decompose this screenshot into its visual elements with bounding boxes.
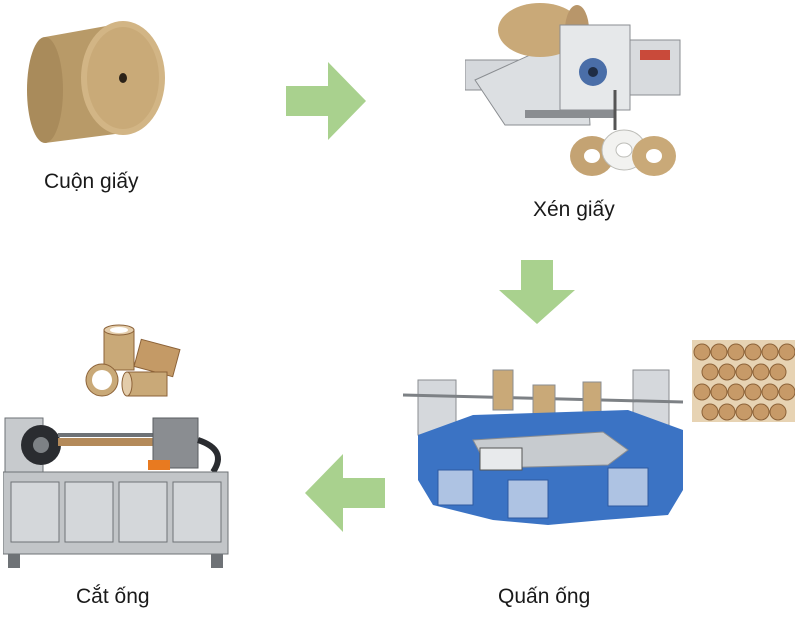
spiral-tube-winding-machine-icon bbox=[402, 369, 684, 525]
step-label-cutting: Cắt ống bbox=[76, 585, 150, 608]
step-label-paper-roll: Cuộn giấy bbox=[44, 170, 139, 193]
stacked-paper-tubes-icon bbox=[692, 340, 795, 422]
slit-paper-rolls-icon bbox=[570, 129, 676, 176]
arrow-left-icon bbox=[305, 454, 385, 532]
step-label-winding: Quấn ống bbox=[498, 585, 591, 608]
cut-paper-tubes-icon bbox=[85, 324, 181, 397]
paper-slitting-machine-icon bbox=[465, 3, 681, 130]
arrow-down-icon bbox=[499, 260, 575, 324]
arrow-right-icon bbox=[286, 62, 366, 140]
tube-cutting-machine-icon bbox=[3, 417, 229, 568]
kraft-paper-roll-icon bbox=[25, 15, 170, 145]
step-label-slitting: Xén giấy bbox=[533, 198, 615, 221]
